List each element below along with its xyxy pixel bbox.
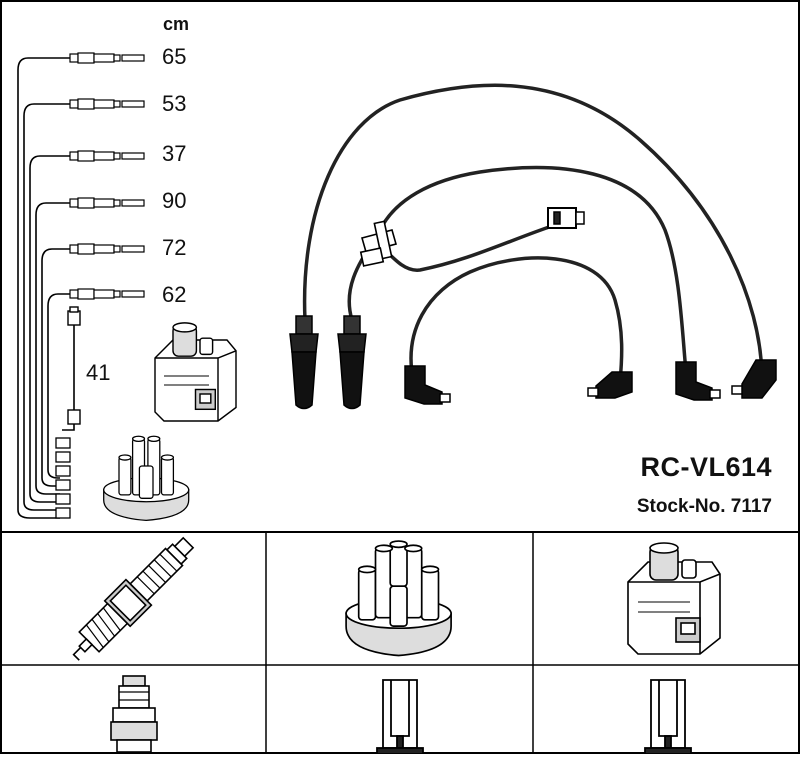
cable-clip (359, 220, 397, 267)
lead-line-2 (23, 103, 70, 511)
coil-connector (547, 207, 585, 229)
coil-lead-end-top (67, 310, 81, 326)
lead-length-6: 62 (162, 282, 187, 307)
plug-terminal-icon (110, 675, 158, 753)
lead-line-6 (47, 293, 70, 479)
lead-length-1: 65 (162, 44, 187, 69)
lead-length-5: 72 (162, 235, 187, 260)
lead-length-4: 90 (162, 188, 187, 213)
distributor-cap-icon (345, 540, 452, 657)
angled-boot-3 (675, 361, 721, 401)
stock-number: Stock-No. 7117 (636, 496, 772, 517)
coil-lead-ends (67, 306, 81, 425)
cable-long (302, 83, 764, 377)
ignition-coil-small (154, 322, 237, 422)
lead-connectors (69, 52, 145, 300)
part-number: RC-VL614 (640, 452, 772, 482)
angled-boot-2 (587, 371, 633, 399)
distributor-end-stack (55, 437, 71, 519)
lead-schematic (17, 57, 75, 519)
lead-connector-1 (69, 52, 145, 64)
coil-lead-end-bottom (67, 409, 81, 425)
lead-length-2: 53 (162, 91, 187, 116)
coil-terminal-icon (644, 679, 692, 755)
ignition-coil-icon (627, 542, 721, 655)
cable-short (409, 256, 624, 390)
cable-coil (373, 223, 557, 272)
length-unit-label: cm (163, 14, 190, 34)
lead-connector-4 (69, 197, 145, 209)
angled-boot-4 (731, 359, 777, 399)
lead-line-5 (41, 248, 70, 487)
lead-line-3 (29, 155, 70, 503)
cable-terminals (289, 207, 777, 410)
lead-length-3: 37 (162, 141, 187, 166)
cable-mid (347, 165, 688, 374)
lead-line-4 (35, 202, 70, 495)
coil-lead-length: 41 (86, 360, 111, 385)
angled-boot-1 (404, 365, 451, 405)
spark-plug-icon (72, 536, 195, 661)
lead-connector-6 (69, 288, 145, 300)
plug-boot-2 (337, 315, 367, 410)
lead-connector-5 (69, 243, 145, 255)
plug-boot-1 (289, 315, 319, 410)
cap-terminal-icon (376, 679, 424, 755)
lead-line-1 (17, 57, 70, 519)
lead-connector-2 (69, 98, 145, 110)
distributor-cap-small (103, 435, 190, 522)
lead-connector-3 (69, 150, 145, 162)
